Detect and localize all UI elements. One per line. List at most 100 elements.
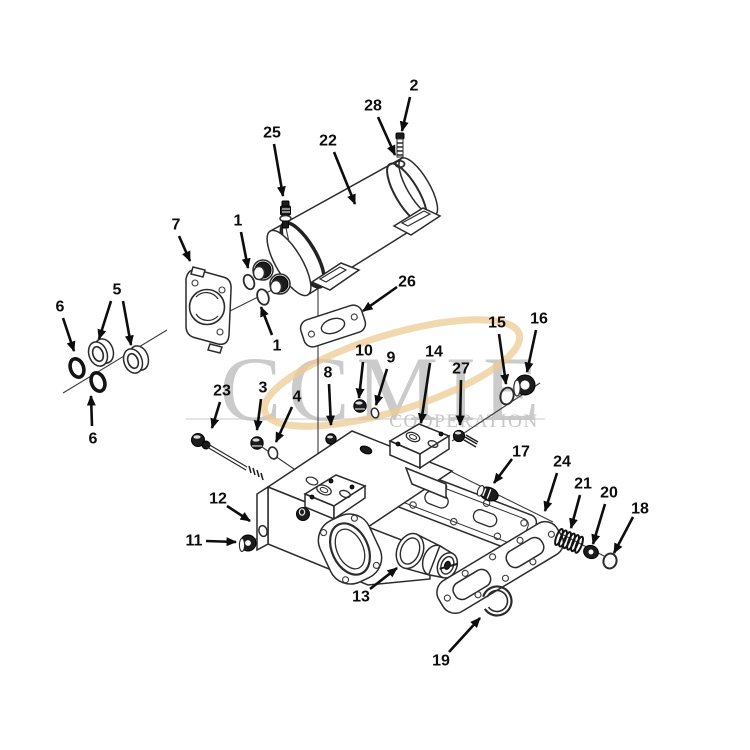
callout-arrow <box>86 395 96 427</box>
callout-14: 14 <box>417 344 443 424</box>
callout-arrow <box>362 285 398 313</box>
callout-arrow <box>332 151 357 205</box>
housing-left-boss <box>303 474 367 521</box>
part-ring-18 <box>602 552 618 570</box>
part-number-label: 1 <box>234 213 243 230</box>
part-spring-21 <box>554 528 584 554</box>
callout-4: 4 <box>274 389 302 443</box>
callout-16: 16 <box>524 311 548 373</box>
callout-arrow <box>205 537 237 547</box>
part-gasket-26 <box>299 304 367 348</box>
part-number-label: 28 <box>364 98 382 115</box>
callout-arrow <box>355 361 365 399</box>
part-washer-12 <box>258 524 268 538</box>
part-connection-14 <box>388 423 451 500</box>
part-number-label: 9 <box>387 350 396 367</box>
part-gasket-24 <box>436 520 565 614</box>
part-insert-5b <box>122 345 150 374</box>
callout-arrow <box>210 401 222 429</box>
callout-arrow <box>524 329 538 373</box>
part-number-label: 27 <box>452 361 470 378</box>
callout-arrow <box>569 494 582 529</box>
callout-arrow <box>326 383 336 426</box>
callout-arrow <box>591 503 607 545</box>
callout-arrow <box>253 398 263 431</box>
part-number-label: 23 <box>213 383 231 400</box>
callout-27: 27 <box>452 361 470 426</box>
callout-26: 26 <box>362 274 416 313</box>
part-seal-6a <box>68 357 86 379</box>
part-seal-6b <box>89 371 107 393</box>
part-oring-1a <box>242 273 256 291</box>
part-number-label: 22 <box>319 133 337 150</box>
callout-arrow <box>448 617 481 653</box>
part-housing <box>256 430 538 586</box>
part-number-label: 6 <box>56 299 65 316</box>
part-oring-15 <box>499 386 515 406</box>
callout-arrow <box>612 516 635 554</box>
callout-8: 8 <box>324 365 336 426</box>
part-fitting-25 <box>279 200 292 243</box>
part-number-label: 7 <box>172 217 181 234</box>
callout-1: 1 <box>259 306 282 355</box>
callout-arrow <box>259 306 274 336</box>
callout-19: 19 <box>432 617 481 670</box>
callout-17: 17 <box>492 444 530 484</box>
callout-arrow <box>374 368 389 406</box>
part-number-label: 4 <box>293 389 302 406</box>
part-number-label: 25 <box>263 125 281 142</box>
cooler-bracket-front <box>310 262 361 291</box>
callout-arrow <box>226 504 251 523</box>
cooler-port-upper <box>252 259 274 281</box>
callout-20: 20 <box>591 485 618 545</box>
part-seal-28 <box>394 159 406 169</box>
part-oring-1b <box>256 288 270 306</box>
callout-arrow <box>177 235 192 262</box>
callout-arrow <box>239 231 251 269</box>
watermark-ellipse <box>260 316 524 430</box>
part-plug-10 <box>353 399 367 413</box>
part-number-label: 17 <box>512 444 530 461</box>
callout-7: 7 <box>172 217 192 262</box>
part-number-label: 2 <box>410 78 419 95</box>
part-number-label: 15 <box>488 315 506 332</box>
part-oil-cooler-22 <box>252 157 442 297</box>
callout-arrow <box>497 333 510 385</box>
part-bolt-2 <box>395 132 405 158</box>
part-bolt-27 <box>452 429 479 448</box>
part-valve-20 <box>583 544 599 560</box>
callout-28: 28 <box>364 98 397 156</box>
part-snap-ring-19 <box>481 585 513 617</box>
part-number-label: 26 <box>398 274 416 291</box>
part-number-label: 19 <box>432 653 450 670</box>
part-bolt-23 <box>191 433 264 481</box>
callout-3: 3 <box>253 380 268 431</box>
part-number-label: 12 <box>209 491 227 508</box>
part-number-label: 10 <box>355 343 373 360</box>
callout-9: 9 <box>374 350 396 406</box>
callout-arrow <box>272 143 286 197</box>
callout-6: 6 <box>86 395 98 448</box>
callout-arrow <box>369 566 398 591</box>
part-number-label: 3 <box>259 380 268 397</box>
callout-22: 22 <box>319 133 357 205</box>
part-fitting-17 <box>476 484 499 502</box>
callout-arrow <box>417 362 432 424</box>
callout-arrow <box>376 116 397 156</box>
callout-5: 5 <box>97 282 134 346</box>
callout-6: 6 <box>56 299 76 352</box>
cooler-bracket-rear <box>392 207 442 236</box>
callout-arrow <box>399 96 412 132</box>
callout-24: 24 <box>543 454 571 512</box>
cooler-port-lower <box>269 273 291 295</box>
part-thermostat-13 <box>395 532 459 579</box>
part-number-label: 11 <box>186 533 203 550</box>
part-washer-4 <box>267 446 279 460</box>
callout-arrow <box>121 300 134 346</box>
callout-arrow <box>492 458 514 484</box>
part-number-label: 24 <box>553 454 571 471</box>
callout-10: 10 <box>355 343 373 399</box>
part-number-label: 13 <box>352 589 370 606</box>
